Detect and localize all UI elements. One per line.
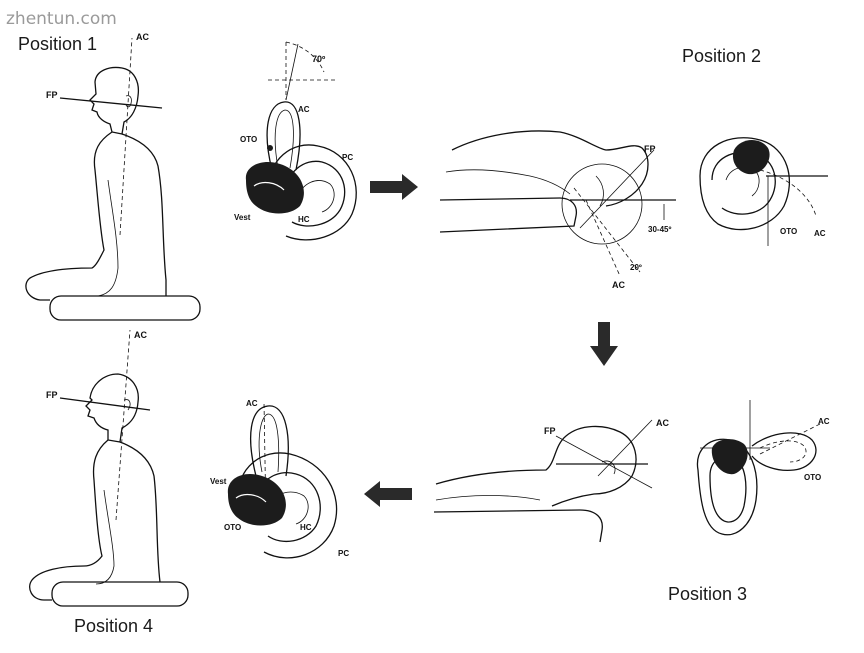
oto-label-lab-2: OTO (780, 227, 797, 236)
ac-label-lab-3: AC (818, 417, 830, 426)
seated-head-1 (89, 66, 140, 135)
ac-label-1: AC (136, 32, 149, 42)
labyrinth-position-4: AC Vest OTO HC PC (210, 399, 349, 559)
ac-label-lab-4: AC (246, 399, 258, 408)
canal-inner-2 (711, 151, 776, 215)
ear-1 (125, 95, 132, 108)
posterior-canal-inner (283, 160, 346, 227)
ac-label-2: AC (612, 280, 625, 290)
vestibule-mass-2 (732, 139, 770, 175)
anterior-canal-outer (266, 101, 301, 171)
vestibule-highlight-4 (235, 493, 267, 503)
fp-label-1: FP (46, 90, 58, 100)
canal-outer-2 (699, 137, 791, 231)
ac-line-2b (585, 199, 621, 277)
arrow-down-icon (590, 322, 618, 366)
vestibule-mass-3 (711, 439, 748, 475)
position-3-label: Position 3 (668, 584, 747, 604)
angle-70-label: 70º (312, 54, 326, 64)
seated-body-front-4 (29, 439, 109, 601)
anterior-canal-inner-3 (759, 440, 807, 463)
lying-arm-2 (445, 169, 571, 195)
fp-label-2: FP (644, 144, 656, 154)
pc-label-lab-1: PC (342, 153, 353, 162)
ear-4 (123, 399, 131, 411)
anterior-canal-3 (751, 432, 817, 472)
arrow-right-icon (370, 174, 418, 200)
angle-20-label: 20º (630, 263, 642, 272)
fp-line-2 (579, 149, 655, 229)
ac-axis-lab-4 (263, 401, 267, 521)
seat-cushion-4 (51, 581, 189, 607)
position-4-figure: Position 4 FP AC (29, 329, 189, 636)
horizontal-canal (295, 180, 335, 213)
arrow-left-icon (364, 481, 412, 507)
ac-axis-line (285, 43, 299, 101)
seated-back-1 (121, 133, 167, 296)
fp-line-3 (555, 435, 653, 489)
angle-30-45-label: 30-45º (648, 225, 671, 234)
posterior-canal-outer (267, 144, 357, 241)
fp-label-3: FP (544, 426, 556, 436)
hc-label-lab-4: HC (300, 523, 312, 532)
posterior-canal-outer-4 (237, 452, 338, 559)
ac-label-4: AC (134, 330, 147, 340)
seated-arm-1 (97, 179, 119, 297)
position-1-figure: Position 1 FP AC (18, 32, 201, 321)
fp-line-1 (59, 97, 163, 109)
ear-2 (595, 175, 604, 207)
seated-body-front-1 (25, 131, 113, 301)
position-4-label: Position 4 (74, 616, 153, 636)
posterior-canal-outer-3 (696, 438, 758, 536)
oto-label-lab-1: OTO (240, 135, 257, 144)
ear-3 (601, 460, 616, 475)
mattress-2 (439, 197, 578, 233)
seated-head-4 (85, 373, 139, 443)
ac-line-2a (573, 187, 641, 273)
ac-label-lab-2: AC (814, 229, 826, 238)
fp-line-4 (59, 397, 151, 411)
lying-body-2 (451, 130, 649, 207)
labyrinth-position-3: AC OTO (696, 400, 830, 536)
hc-label-lab-1: HC (298, 215, 310, 224)
oto-label-lab-3: OTO (804, 473, 821, 482)
vestibule-mass-4 (227, 474, 286, 526)
vestibule-highlight (253, 181, 285, 191)
otolith-dot-1 (267, 145, 273, 151)
ac-label-lab-1: AC (298, 105, 310, 114)
position-3-figure: Position 3 FP AC (433, 418, 747, 604)
ac-line-1 (119, 37, 133, 236)
lying-arm-3 (435, 495, 541, 501)
ac-line-4 (115, 329, 131, 521)
anterior-canal-inner-4 (258, 413, 280, 473)
vest-label-lab-1: Vest (234, 213, 251, 222)
vest-label-lab-4: Vest (210, 477, 227, 486)
anterior-canal-outer-4 (250, 405, 289, 477)
lying-body-3 (435, 425, 637, 507)
position-2-label: Position 2 (682, 46, 761, 66)
position-2-figure: Position 2 FP AC 30-45º 20º (439, 46, 761, 290)
ac-line-3 (597, 419, 653, 477)
watermark-text: zhentun.com (6, 9, 117, 29)
seated-arm-4 (95, 489, 115, 585)
head-rotation-circle (561, 163, 643, 245)
seat-cushion (49, 295, 201, 321)
labyrinth-position-2: OTO AC (699, 137, 828, 246)
vestibule-mass (245, 161, 304, 214)
ac-label-3: AC (656, 418, 669, 428)
position-1-label: Position 1 (18, 34, 97, 54)
anterior-canal-inner (274, 109, 294, 169)
pc-label-lab-4: PC (338, 549, 349, 558)
fp-label-4: FP (46, 390, 58, 400)
mattress-3 (433, 509, 603, 543)
oto-label-lab-4: OTO (224, 523, 241, 532)
seated-back-4 (119, 441, 161, 583)
labyrinth-position-1: 70º AC PC HC OTO Vest (234, 41, 357, 241)
otolith-path-2 (759, 169, 817, 217)
